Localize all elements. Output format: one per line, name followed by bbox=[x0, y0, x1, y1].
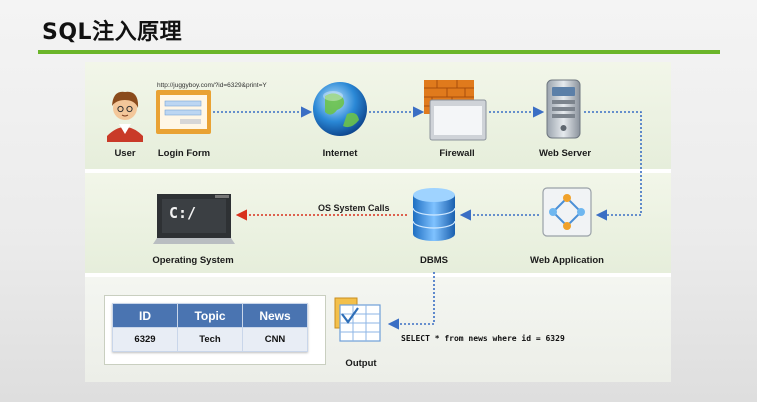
label-web-server: Web Server bbox=[538, 148, 592, 159]
result-header-topic: Topic bbox=[177, 303, 243, 328]
result-cell-news: CNN bbox=[242, 327, 308, 352]
result-cell-id: 6329 bbox=[112, 327, 178, 352]
web-server-icon bbox=[546, 79, 581, 139]
request-url: http://juggyboy.com/?id=6329&print=Y bbox=[157, 82, 267, 89]
label-dbms: DBMS bbox=[420, 255, 448, 266]
login-form-icon bbox=[156, 90, 211, 134]
terminal-prompt: C:/ bbox=[169, 204, 196, 222]
result-header-id: ID bbox=[112, 303, 178, 328]
label-output: Output bbox=[345, 358, 377, 369]
output-icon bbox=[334, 297, 381, 342]
slide-title: SQL注入原理 bbox=[42, 20, 183, 45]
user-icon bbox=[107, 91, 143, 142]
result-header-news: News bbox=[242, 303, 308, 328]
firewall-icon bbox=[424, 80, 487, 141]
label-internet: Internet bbox=[322, 148, 358, 159]
label-firewall: Firewall bbox=[439, 148, 475, 159]
arrow-webserver-to-webapp bbox=[584, 111, 642, 221]
title-underline bbox=[38, 50, 720, 54]
label-operating-system: Operating System bbox=[152, 255, 234, 266]
web-application-icon bbox=[542, 187, 592, 237]
label-web-application: Web Application bbox=[530, 255, 604, 266]
label-login-form: Login Form bbox=[157, 148, 211, 159]
result-cell-topic: Tech bbox=[177, 327, 243, 352]
sql-query: SELECT * from news where id = 6329 bbox=[401, 334, 565, 343]
result-table-header-row: ID Topic News bbox=[112, 303, 308, 328]
sql-injection-diagram: C:/ http://juggyboy.com/?id=6329&print=Y… bbox=[85, 62, 671, 382]
diagram-graphics: C:/ bbox=[107, 79, 642, 342]
database-icon bbox=[412, 188, 456, 241]
os-system-calls-label: OS System Calls bbox=[318, 203, 390, 213]
label-user: User bbox=[114, 148, 136, 159]
terminal-icon bbox=[153, 194, 235, 244]
internet-globe-icon bbox=[313, 82, 367, 136]
result-table-row: 6329 Tech CNN bbox=[112, 327, 308, 352]
arrow-dbms-to-output bbox=[387, 272, 435, 330]
result-table: ID Topic News 6329 Tech CNN bbox=[112, 303, 308, 352]
